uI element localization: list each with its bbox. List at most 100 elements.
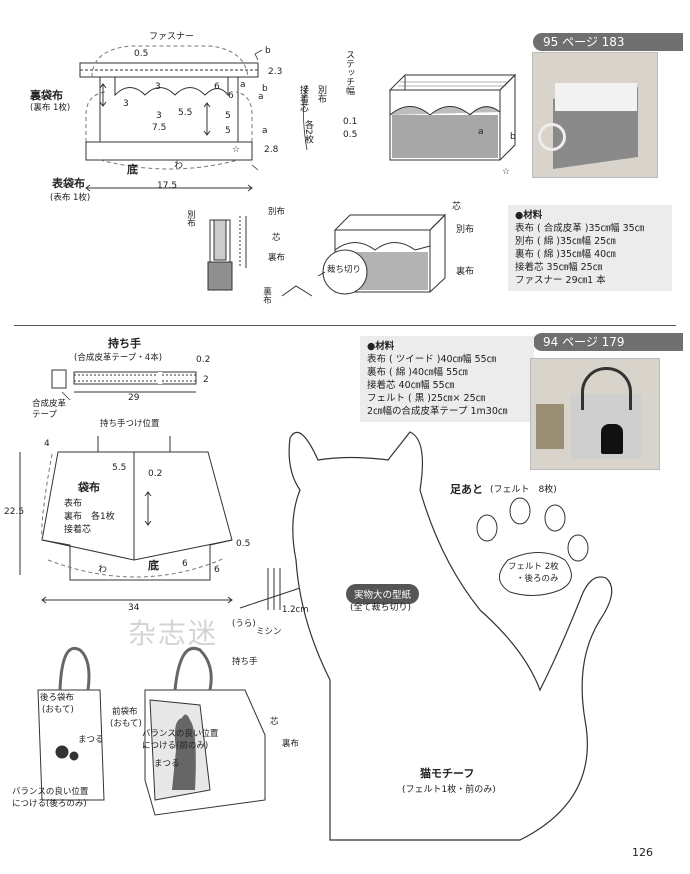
balance-back-1: バランスの良い位置: [12, 787, 89, 797]
pad-label-1: フェルト 2枚: [508, 562, 559, 572]
label-a1: a: [240, 80, 246, 90]
pattern-sub: (全て裁ち切り): [350, 603, 412, 613]
dim-3c: 3: [156, 111, 162, 121]
box2-ura: 裏布: [456, 267, 475, 277]
box2-betsu: 別布: [456, 225, 475, 235]
photo-tote-handle: [581, 367, 632, 410]
tape-label2: テープ: [32, 410, 57, 420]
back-bag-omote: (おもて): [42, 705, 74, 715]
dim-5b: 5: [225, 126, 231, 136]
pattern-badge: 実物大の型紙: [346, 584, 420, 604]
front-bag-sketch: [144, 689, 266, 816]
dim-02b: 0.2: [148, 469, 163, 479]
v-kaku: 各2枚: [303, 120, 313, 144]
bag-title: 袋布: [78, 481, 100, 494]
dim-23: 2.3: [268, 67, 283, 77]
dim-6a: 6: [214, 82, 220, 92]
bag-l3: 接着芯: [64, 525, 92, 535]
materials-b-title: ●材料: [367, 341, 395, 352]
material-a-item: 別布 ( 綿 )35㎝幅 25㎝: [515, 236, 616, 247]
material-b-item: 裏布 ( 綿 )40㎝幅 55㎝: [367, 367, 468, 378]
dim-12: 1.2cm: [282, 605, 309, 615]
handle-title: 持ち手: [108, 337, 141, 350]
material-a-item: 接着芯 35㎝幅 25㎝: [515, 262, 603, 273]
dim-5a: 5: [225, 111, 231, 121]
v-bettsu: 別布: [316, 85, 326, 103]
paw-title: 足あと: [450, 483, 483, 496]
box-top: [388, 74, 517, 91]
materials-a-title: ●材料: [515, 210, 543, 221]
stitch-05: 0.5: [343, 130, 358, 140]
outer-bag-bottom: [85, 141, 253, 161]
photo-tote-cat: [601, 424, 623, 454]
handle-position: 持ち手つけ位置: [100, 419, 160, 429]
material-b-item: 接着芯 40㎝幅 55㎝: [367, 380, 455, 391]
mochite-label: 持ち手: [232, 657, 258, 667]
page-number: 126: [632, 846, 653, 859]
cat-motif-outline: [288, 431, 613, 841]
detail-betsu: 別布: [185, 210, 196, 227]
detail-shin: 芯: [272, 233, 281, 243]
dim-6ab: 6: [182, 559, 188, 569]
box-star: ☆: [502, 167, 511, 177]
scallop-line: [114, 77, 229, 97]
cat-title: 猫モチーフ: [420, 767, 475, 780]
dim-05: 0.5: [134, 49, 149, 59]
dim-6b: 6: [228, 91, 234, 101]
balance-back-2: につける(後ろのみ): [12, 799, 87, 809]
balance-front-2: につける(前のみ): [142, 741, 209, 751]
handle-strip: [73, 371, 197, 385]
watermark: 杂志迷: [128, 617, 219, 650]
bag-l2: 裏布 各1枚: [64, 512, 115, 522]
dim-05b: 0.5: [236, 539, 251, 549]
material-a-item: ファスナー 29㎝1 本: [515, 275, 606, 286]
paw-sub: (フェルト 8枚): [490, 485, 557, 495]
label-a3: a: [262, 126, 268, 136]
material-b-item: フェルト ( 黒 )25㎝× 25㎝: [367, 393, 486, 404]
box-label-b: b: [510, 132, 516, 142]
mishin-label: ミシン: [256, 627, 282, 637]
material-a-item: 表布 ( 合成皮革 )35㎝幅 35㎝: [515, 223, 645, 234]
bottom-label: 底: [127, 163, 138, 176]
materials-a: ●材料 表布 ( 合成皮革 )35㎝幅 35㎝ 別布 ( 綿 )35㎝幅 25㎝…: [508, 205, 672, 291]
omote-bag-sub: (表布 1枚): [50, 193, 91, 203]
label-a2: a: [258, 92, 264, 102]
omote-bag-title: 表袋布: [52, 177, 85, 190]
matsuru1-label: まつる: [78, 735, 104, 745]
star-mark: ☆: [232, 145, 241, 155]
photo-pouch: [532, 52, 658, 178]
dim-29: 29: [128, 393, 140, 403]
page-ref-94: 94 ページ 179: [533, 333, 683, 351]
section-divider: [14, 325, 676, 326]
materials-b: ●材料 表布 ( ツイード )40㎝幅 55㎝ 裏布 ( 綿 )40㎝幅 55㎝…: [360, 336, 534, 422]
dim-55b: 5.5: [112, 463, 127, 473]
dim-28: 2.8: [264, 145, 279, 155]
v-setchaku: 接着芯: [298, 85, 308, 112]
box-label-a: a: [478, 127, 484, 137]
bag-l1: 表布: [64, 499, 83, 509]
bottom-label-b: 底: [148, 559, 159, 572]
stitch-width: ステッチ幅: [344, 50, 354, 95]
dim-6bb: 6: [214, 565, 220, 575]
label-b-top: b: [265, 46, 271, 56]
front-bag-label: 前袋布: [112, 707, 138, 717]
cat-sub: (フェルト1枚・前のみ): [402, 785, 496, 795]
dim-225: 22.5: [4, 507, 25, 517]
label-b-mid: b: [262, 84, 268, 94]
label-fastener: ファスナー: [149, 32, 195, 42]
back-bag-sketch: [37, 689, 105, 801]
material-a-item: 裏布 ( 綿 )35㎝幅 40㎝: [515, 249, 616, 260]
box-side: [499, 73, 516, 161]
ura-bag-sub: (裏布 1枚): [30, 103, 71, 113]
shin-label: 芯: [270, 717, 279, 727]
dim-34: 34: [128, 603, 140, 613]
detail-betsu2: 別布: [268, 207, 286, 217]
dim-55: 5.5: [178, 108, 193, 118]
back-bag-label: 後ろ袋布: [40, 693, 75, 703]
ura-bag-title: 裏袋布: [30, 89, 63, 102]
dim-75: 7.5: [152, 123, 167, 133]
bag-panel-right: [133, 451, 233, 561]
front-bag-omote: (おもて): [110, 719, 142, 729]
urafu-label: 裏布: [282, 739, 300, 749]
dim-4: 4: [44, 439, 50, 449]
